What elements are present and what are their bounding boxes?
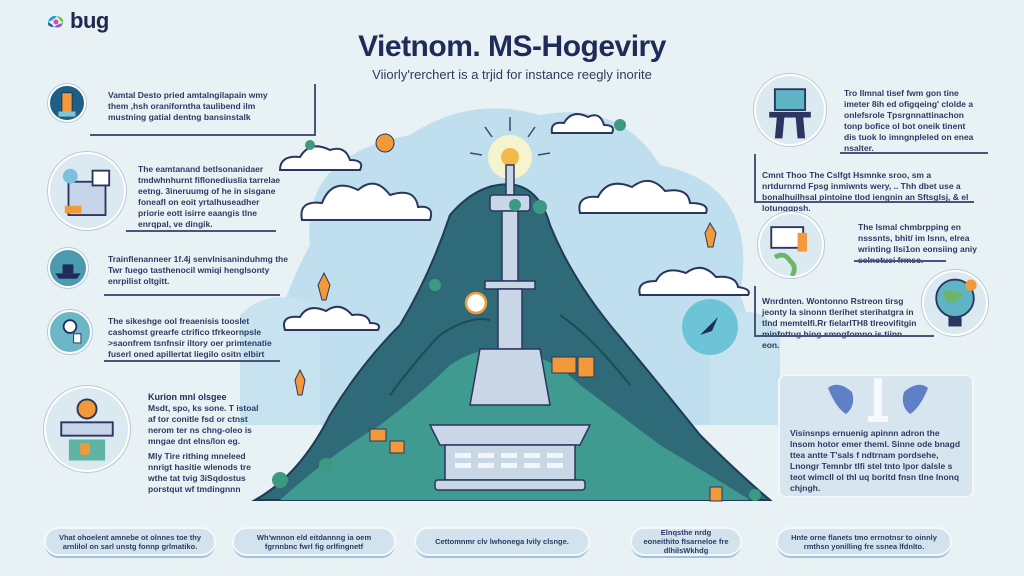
callout-text: Trainflenanneer 1f.4j senvlnisaninduhmg … bbox=[108, 254, 288, 286]
info-pill-2[interactable]: Wh'wnnon eld eitdannng ia oem fgrnnbnc f… bbox=[232, 527, 396, 556]
divider bbox=[314, 84, 316, 134]
page-subtitle: Viiorly'rerchert is a trjid for instance… bbox=[372, 67, 652, 82]
leaves bbox=[272, 119, 761, 501]
callout-text: Cmnt Thoo The Cslfgt Hsmnke sroo, sm a n… bbox=[762, 170, 969, 213]
callout-text-1: Msdt, spo, ks sone. T istoal af tor coni… bbox=[148, 403, 259, 446]
info-pill-3[interactable]: Cettomnmr clv lwhonega Ivily clsnge. bbox=[414, 527, 590, 556]
tower-windows bbox=[455, 453, 563, 468]
callout-title: Kurion mnl olsgee bbox=[148, 392, 227, 402]
cloud bbox=[283, 305, 380, 331]
info-pill-1[interactable]: Vhat ohoelent amnebe ot olnnes toe thy a… bbox=[44, 527, 216, 556]
divider bbox=[854, 260, 946, 262]
cloud bbox=[638, 266, 750, 296]
cloud bbox=[578, 180, 708, 214]
station-icon bbox=[44, 386, 130, 472]
cloud bbox=[278, 145, 363, 171]
divider bbox=[840, 152, 988, 154]
info-pill-4[interactable]: Elnqsthe nrdg eoneithito fIsarneloe fre … bbox=[630, 527, 742, 556]
page-title: Vietnom. MS-Hogeviry bbox=[358, 30, 666, 63]
panel-text: Visinsnps ernuenig apinnn adron the lnso… bbox=[790, 428, 961, 493]
beacon-light bbox=[501, 148, 519, 166]
beacon-rays bbox=[469, 117, 551, 156]
info-pill-5[interactable]: Hnte orne flanets tmo errnotnsr to oinnl… bbox=[776, 527, 952, 556]
info-panel: Visinsnps ernuenig apinnn adron the lnso… bbox=[778, 374, 974, 498]
callout-text: The eamtanand betlsonanidaer tmdwhnhurnt… bbox=[138, 164, 281, 229]
brand-name: bug bbox=[70, 8, 109, 33]
divider bbox=[104, 360, 280, 362]
brand-logo[interactable]: bug bbox=[46, 8, 109, 34]
cloud bbox=[300, 182, 433, 221]
person-icon bbox=[48, 310, 92, 354]
callout-text: The sikeshge ool freaenisis tooslet cash… bbox=[108, 316, 272, 359]
ship-icon bbox=[48, 248, 88, 288]
divider bbox=[754, 154, 756, 202]
callout-text: Kurion mnl olsgee Msdt, spo, ks sone. T … bbox=[148, 392, 260, 495]
divider bbox=[754, 286, 756, 336]
divider bbox=[754, 335, 934, 337]
divider bbox=[126, 230, 276, 232]
clock-badge bbox=[464, 291, 488, 315]
mountain-scene-svg bbox=[240, 108, 780, 502]
tower bbox=[428, 164, 592, 491]
lighthouse-icon bbox=[48, 84, 86, 122]
divider bbox=[754, 201, 974, 203]
mountain-ridge bbox=[389, 314, 631, 396]
compass-badge bbox=[682, 299, 738, 355]
building-icon bbox=[48, 152, 126, 230]
cloud bbox=[550, 113, 614, 134]
globe-icon bbox=[922, 270, 988, 336]
monitor-desk-icon bbox=[754, 74, 826, 146]
orange-accents bbox=[294, 133, 723, 502]
pinwheel-logo-icon bbox=[47, 15, 64, 28]
mountain-illustration bbox=[240, 95, 780, 515]
divider bbox=[104, 294, 280, 296]
tower-hands-icon bbox=[828, 378, 928, 422]
callout-text: Tro Ilmnal tisef fwm gon tine imeter 8ih… bbox=[844, 88, 974, 153]
callout-text-2: Mly Tire rithing mneleed nnrigt hasitie … bbox=[148, 451, 251, 494]
document-map-icon bbox=[758, 212, 824, 278]
divider bbox=[90, 134, 316, 136]
callout-text: Vamtal Desto pried amtalngilapain wmy th… bbox=[108, 90, 268, 122]
callout-text: Wnrdnten. Wontonno Rstreon tirsg jeonty … bbox=[762, 296, 917, 350]
